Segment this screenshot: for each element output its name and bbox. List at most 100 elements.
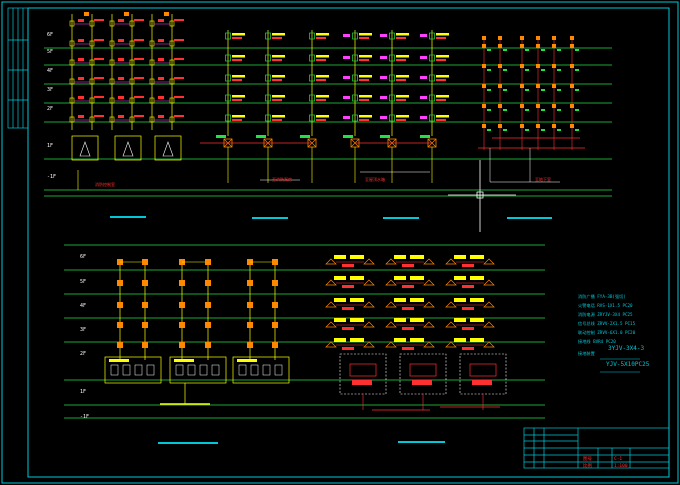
- alarm-icon: [385, 279, 397, 286]
- tag-mark: [541, 89, 545, 91]
- mid-note-1: 消防控制室: [95, 181, 115, 187]
- top-right-matrix: [478, 36, 585, 183]
- tag-mark: [541, 109, 545, 111]
- tag-mark: [420, 76, 427, 79]
- device-box: [309, 32, 315, 40]
- tag-mark: [232, 75, 245, 78]
- alarm-icon: [385, 341, 397, 348]
- tag-mark: [410, 276, 424, 280]
- controller-box: [469, 363, 497, 377]
- mid-note-2: 至消防泵房: [272, 176, 292, 182]
- tag-mark: [557, 129, 561, 131]
- device-box: [352, 32, 358, 40]
- tag-mark: [402, 264, 414, 267]
- alarm-icon: [483, 279, 495, 286]
- panel-box: [339, 353, 387, 395]
- device-box: [142, 322, 148, 328]
- tag-mark: [118, 19, 124, 22]
- alarm-icon: [483, 258, 495, 265]
- tag-mark: [396, 95, 409, 98]
- device-box: [389, 94, 395, 102]
- device-box: [69, 116, 75, 123]
- device-dot: [520, 36, 524, 40]
- tag-mark: [380, 116, 387, 119]
- tag-mark: [78, 96, 84, 99]
- tag-mark: [158, 96, 164, 99]
- device-dot: [482, 36, 486, 40]
- tag-mark: [272, 37, 282, 39]
- cabinet-box: [169, 356, 227, 384]
- legend-line-1: 消防广播 FYA-3B(强切): [578, 293, 626, 300]
- tag-mark: [525, 129, 529, 131]
- tag-mark: [454, 255, 466, 259]
- tag-mark: [94, 96, 104, 98]
- tag-mark: [436, 115, 449, 118]
- tag-mark: [420, 34, 427, 37]
- device-box: [129, 116, 135, 123]
- title-block-r1c2: C-1: [614, 456, 622, 462]
- breaker-icon: [250, 364, 259, 376]
- panel-box: [399, 353, 447, 395]
- tag-mark: [470, 255, 484, 259]
- floor-label: -1F: [80, 414, 89, 420]
- tag-mark: [118, 77, 124, 80]
- device-box: [247, 322, 253, 328]
- tag-mark: [78, 77, 84, 80]
- bottom-right-panels: [325, 255, 507, 411]
- device-box: [89, 116, 95, 123]
- device-box: [352, 94, 358, 102]
- tag-mark: [316, 119, 326, 121]
- device-box: [179, 342, 185, 348]
- device-box: [69, 78, 75, 85]
- tag-mark: [394, 276, 406, 280]
- alarm-icon: [325, 258, 337, 265]
- tag-mark: [359, 95, 372, 98]
- tag-mark: [232, 59, 242, 61]
- floor-label: 5F: [47, 49, 53, 55]
- tag-mark: [174, 19, 184, 21]
- floor-label: 6F: [47, 32, 53, 38]
- tag-mark: [300, 135, 310, 138]
- tag-mark: [557, 49, 561, 51]
- tag-mark: [343, 34, 350, 37]
- floor-label: 3F: [47, 87, 53, 93]
- panel-box: [459, 353, 507, 395]
- device-box: [129, 59, 135, 66]
- section-title-bars: [110, 216, 552, 444]
- breaker-icon: [199, 364, 208, 376]
- tag-mark: [380, 135, 390, 138]
- legend-line-6: 接地线 BVR4 PC20: [578, 338, 616, 345]
- tag-mark: [396, 79, 406, 81]
- device-box: [149, 59, 155, 66]
- title-block-r2c2: 1:100: [614, 463, 628, 469]
- device-dot: [536, 36, 540, 40]
- tag-mark: [487, 129, 491, 131]
- device-box: [429, 54, 435, 62]
- device-box: [352, 74, 358, 82]
- tag-mark: [316, 79, 326, 81]
- alarm-icon: [385, 301, 397, 308]
- tag-mark: [350, 338, 364, 342]
- device-box: [109, 20, 115, 27]
- tag-mark: [118, 58, 124, 61]
- device-box: [129, 20, 135, 27]
- device-box: [149, 40, 155, 47]
- tag-mark: [272, 115, 285, 118]
- tag-mark: [350, 255, 364, 259]
- bottom-left-risers: [104, 259, 290, 405]
- tag-mark: [78, 115, 84, 118]
- device-box: [117, 342, 123, 348]
- tag-mark: [134, 39, 144, 41]
- title-block-r1c1: 图号: [583, 456, 592, 462]
- tag-mark: [343, 56, 350, 59]
- alarm-icon: [363, 301, 375, 308]
- alarm-icon: [445, 279, 457, 286]
- tag-mark: [380, 76, 387, 79]
- device-dot: [498, 104, 502, 108]
- tag-mark: [350, 298, 364, 302]
- tag-mark: [420, 135, 430, 138]
- tag-mark: [232, 95, 245, 98]
- flag-mark: [124, 12, 129, 16]
